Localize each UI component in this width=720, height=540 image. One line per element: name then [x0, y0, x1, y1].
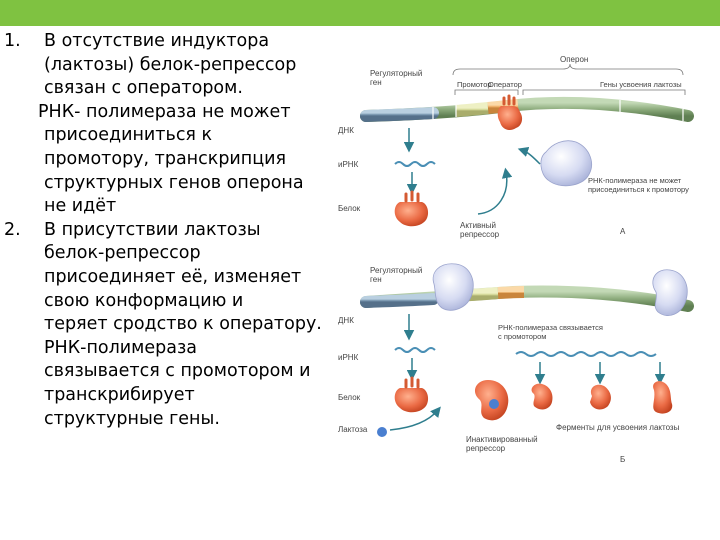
item1-line: В отсутствие индуктора: [44, 31, 270, 51]
mrna-strand: [394, 347, 436, 353]
enzymes-label: Ферменты для усвоения лактозы: [556, 423, 680, 432]
mrna-label: иРНК: [338, 353, 359, 362]
lac-operon-figure: Регуляторный ген Оперон Промотор Операто…: [338, 44, 720, 484]
item1-line: присоединиться к: [44, 125, 213, 146]
active-repressor-label: репрессор: [460, 230, 500, 239]
regulator-gene-label: Регуляторный: [370, 266, 422, 275]
item1-line: (лактозы) белок-репрессор: [44, 54, 297, 75]
repressor-prongs: [502, 94, 516, 106]
dna-label: ДНК: [338, 126, 354, 135]
transcribing-rna-polymerase: [652, 269, 688, 316]
inactive-repressor-label: Инактивированный: [466, 435, 538, 444]
item2-line: транскрибирует: [44, 384, 195, 405]
list-number-2: 2.: [4, 219, 21, 240]
polymerase-note: присоединиться к промотору: [588, 185, 689, 194]
inactive-repressor-label: репрессор: [466, 444, 506, 453]
promoter-segment: [455, 102, 489, 117]
lactose-genes-label: Гены усвоения лактозы: [600, 80, 682, 89]
enzyme: [590, 384, 611, 410]
item2-line: В присутствии лактозы: [44, 219, 261, 240]
item1-line: связан с оператором.: [44, 78, 243, 99]
item1-line: промотору, транскрипция: [44, 148, 287, 169]
operator-segment: [497, 286, 525, 299]
regulator-gene-label: ген: [370, 78, 382, 87]
panel-b-letter: Б: [620, 455, 625, 464]
enzyme: [531, 383, 553, 410]
panel-a: Регуляторный ген Оперон Промотор Операто…: [338, 55, 694, 239]
lactose-molecule: [377, 427, 387, 437]
item2-line: структурные гены.: [44, 408, 220, 429]
repressor-binding-arrow: [477, 167, 513, 215]
item1-line: не идёт: [44, 196, 117, 217]
operon-mrna: [515, 351, 657, 357]
item2-line: свою конформацию и: [44, 290, 244, 311]
repressor-prongs: [404, 190, 420, 203]
item2-line: теряет сродство к оператору.: [44, 314, 322, 335]
list-item-1: 1. В отсутствие индуктора (лактозы) бело…: [4, 30, 354, 219]
polymerase-note: РНК-полимераза не может: [588, 176, 682, 185]
regulator-gene-segment: [360, 293, 439, 308]
operator-label: Оператор: [488, 80, 522, 89]
header-bar: [0, 0, 720, 26]
protein-label: Белок: [338, 393, 361, 402]
polymerase-note: РНК-полимераза связывается: [498, 323, 603, 332]
mrna-strand: [394, 161, 436, 167]
explanation-list: 1. В отсутствие индуктора (лактозы) бело…: [4, 30, 354, 431]
mrna-label: иРНК: [338, 160, 359, 169]
protein-label: Белок: [338, 204, 361, 213]
panel-a-letter: А: [620, 227, 626, 236]
free-repressor: [394, 202, 429, 227]
item1-line: РНК- полимераза не может: [38, 101, 291, 122]
rna-polymerase: [540, 140, 592, 187]
item2-line: РНК-полимераза: [44, 337, 197, 358]
promoter-operator-bracket: [454, 89, 519, 95]
regulator-gene-segment: [360, 107, 439, 122]
item2-line: связывается с промотором и: [44, 361, 311, 382]
active-repressor-label: Активный: [460, 221, 496, 230]
list-item-2: 2. В присутствии лактозы белок-репрессор…: [4, 219, 354, 431]
bound-rna-polymerase: [432, 263, 474, 311]
bound-lactose: [489, 399, 499, 409]
repressor-prongs: [404, 376, 420, 389]
polymerase-arrow: [517, 146, 541, 165]
free-repressor: [394, 388, 429, 413]
lactose-label: Лактоза: [338, 425, 368, 434]
panel-b: Регуляторный ген ДНК иРНК Белок Лактоза …: [338, 263, 694, 464]
lactose-binding-arrow: [389, 406, 441, 431]
polymerase-note: с промотором: [498, 332, 546, 341]
item2-line: белок-репрессор: [44, 243, 201, 264]
item2-line: присоединяет её, изменяет: [44, 266, 302, 287]
bound-repressor: [497, 106, 523, 130]
enzyme: [653, 381, 673, 414]
explanation-text: 1. В отсутствие индуктора (лактозы) бело…: [4, 30, 354, 431]
dna-label: ДНК: [338, 316, 354, 325]
promoter-label: Промотор: [457, 80, 492, 89]
list-number-1: 1.: [4, 31, 21, 51]
item1-line: структурных генов оперона: [44, 172, 304, 193]
lactose-genes-bracket: [522, 89, 686, 95]
operon-label: Оперон: [560, 55, 588, 64]
regulator-gene-label: Регуляторный: [370, 69, 422, 78]
operon-bracket: [452, 63, 684, 76]
regulator-gene-label: ген: [370, 275, 382, 284]
